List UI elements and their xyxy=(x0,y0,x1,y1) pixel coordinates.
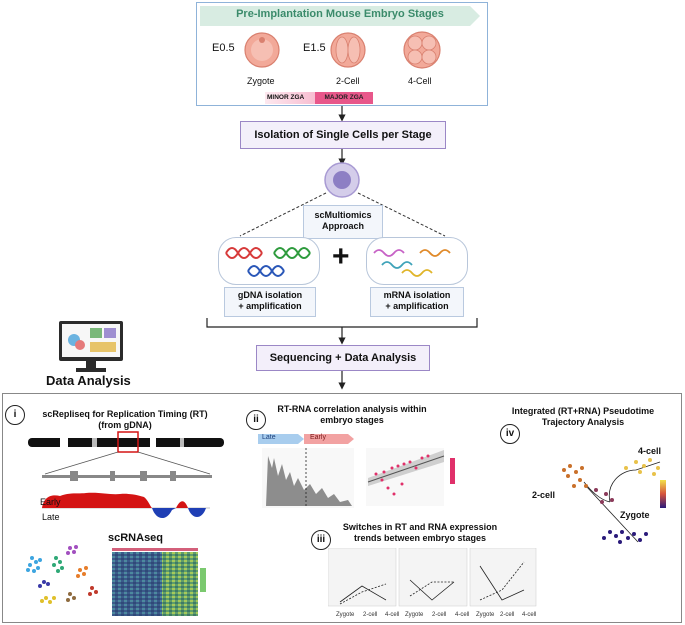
approach-box: scMultiomics Approach xyxy=(303,205,383,239)
panel-iv-title: Integrated (RT+RNA) Pseudotime Trajector… xyxy=(492,406,674,428)
mrna-strands-icon xyxy=(373,249,451,277)
trend-x2-zygote: Zygote xyxy=(405,612,424,618)
mrna-pill xyxy=(366,237,468,285)
stage-day-2cell: E1.5 xyxy=(303,42,326,54)
panel-ii-title-line2: embryo stages xyxy=(320,415,384,425)
numeral-ii: ii xyxy=(246,410,266,430)
panel-i-title-line2: (from gDNA) xyxy=(98,420,152,430)
plus-sign: + xyxy=(332,240,350,273)
four-cell-icon xyxy=(403,31,441,69)
data-analysis-label: Data Analysis xyxy=(46,373,131,388)
stage-name-2cell: 2-Cell xyxy=(336,76,360,86)
early-tag: Early xyxy=(310,434,326,441)
pseudotime-trajectory xyxy=(562,458,661,543)
numeral-iv: iv xyxy=(500,424,520,444)
gdna-line2: + amplification xyxy=(238,301,302,311)
minor-zga-label: MINOR ZGA xyxy=(265,92,317,104)
two-cell-icon xyxy=(330,32,366,68)
stage-day-zygote: E0.5 xyxy=(212,42,235,54)
correlation-plots xyxy=(258,434,455,508)
embryo-illustrations xyxy=(244,31,441,69)
replication-timing-illustration xyxy=(28,431,224,519)
label-4cell: 4-cell xyxy=(638,446,662,456)
trend-x3-2cell: 2-cell xyxy=(500,612,515,618)
late-tag: Late xyxy=(262,434,276,441)
zga-bar: MINOR ZGA MAJOR ZGA xyxy=(265,92,373,104)
stages-banner xyxy=(200,6,480,26)
numeral-i: i xyxy=(5,405,25,425)
late-label: Late xyxy=(42,512,60,522)
trend-x1-2cell: 2-cell xyxy=(363,612,378,618)
sequencing-step: Sequencing + Data Analysis xyxy=(256,345,430,371)
expression-heatmap xyxy=(112,548,206,616)
early-label: Early xyxy=(40,497,61,507)
stages-banner-text: Pre-Implantation Mouse Embryo Stages xyxy=(236,8,444,20)
label-2cell: 2-cell xyxy=(532,490,556,500)
zygote-icon xyxy=(244,32,280,68)
label-zygote: Zygote xyxy=(620,510,650,520)
panel-ii-title: RT-RNA correlation analysis within embry… xyxy=(252,404,452,426)
trend-x3-4cell: 4-cell xyxy=(522,612,537,618)
panel-iii-title-line2: trends between embryo stages xyxy=(353,533,487,543)
mrna-line1: mRNA isolation xyxy=(383,290,451,300)
panel-i-title: scRepliseq for Replication Timing (RT) (… xyxy=(20,409,230,431)
trend-x2-4cell: 4-cell xyxy=(455,612,470,618)
major-zga-label: MAJOR ZGA xyxy=(315,92,373,104)
approach-line2: Approach xyxy=(321,221,364,231)
numeral-iii: iii xyxy=(311,530,331,550)
mrna-isolation-box: mRNA isolation + amplification xyxy=(370,287,464,317)
trend-plots xyxy=(328,548,537,607)
zygote-cluster xyxy=(602,530,648,544)
dna-helix-icon xyxy=(225,247,311,277)
panel-ii-title-line1: RT-RNA correlation analysis within xyxy=(277,404,427,414)
gdna-isolation-box: gDNA isolation + amplification xyxy=(224,287,316,317)
trend-x2-2cell: 2-cell xyxy=(432,612,447,618)
gdna-pill xyxy=(218,237,320,285)
stage-name-4cell: 4-Cell xyxy=(408,76,432,86)
trend-x3-zygote: Zygote xyxy=(476,612,495,618)
panel-i-title-line1: scRepliseq for Replication Timing (RT) xyxy=(42,409,208,419)
trend-x1-4cell: 4-cell xyxy=(385,612,400,618)
panel-iv-title-line1: Integrated (RT+RNA) Pseudotime xyxy=(511,406,655,416)
panel-iii-title: Switches in RT and RNA expression trends… xyxy=(320,522,520,544)
tsne-plot xyxy=(26,545,98,604)
pseudotime-colorbar xyxy=(660,480,666,508)
trend-x1-zygote: Zygote xyxy=(336,612,355,618)
panel-iv-title-line2: Trajectory Analysis xyxy=(541,417,625,427)
gdna-line1: gDNA isolation xyxy=(237,290,303,300)
stage-name-zygote: Zygote xyxy=(247,76,275,86)
monitor-icon xyxy=(59,321,123,372)
mrna-line2: + amplification xyxy=(385,301,449,311)
single-cell-icon xyxy=(324,162,360,198)
approach-line1: scMultiomics xyxy=(314,210,372,220)
isolation-step: Isolation of Single Cells per Stage xyxy=(240,121,446,149)
panel-iii-title-line1: Switches in RT and RNA expression xyxy=(342,522,498,532)
scrnaseq-label: scRNAseq xyxy=(108,532,164,544)
